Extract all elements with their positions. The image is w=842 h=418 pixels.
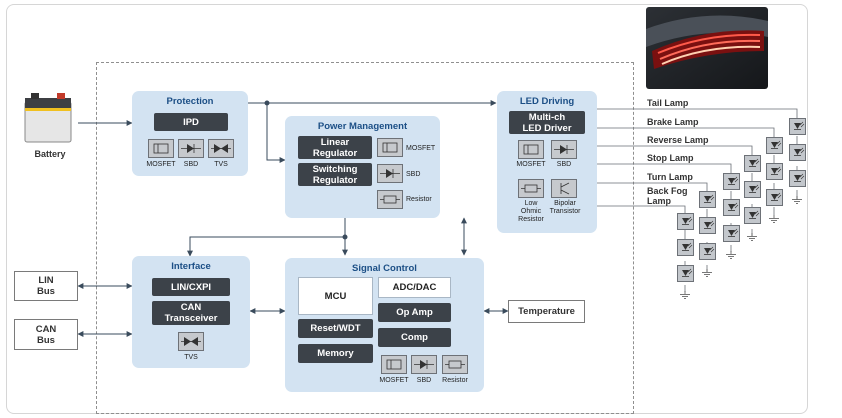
led-driving-title: LED Driving bbox=[519, 96, 575, 107]
lamp-label-tail: Tail Lamp bbox=[647, 98, 689, 108]
led-icon bbox=[744, 181, 761, 198]
tvs-icon bbox=[178, 332, 204, 351]
led-icon bbox=[723, 199, 740, 216]
interface-title: Interface bbox=[171, 261, 211, 272]
resistor-icon bbox=[442, 355, 468, 374]
mosfet-label: MOSFET bbox=[379, 377, 409, 384]
tvs-label: TVS bbox=[214, 161, 228, 168]
sbd-label: SBD bbox=[183, 161, 199, 168]
power-management-block: Power Management Linear Regulator Switch… bbox=[285, 116, 440, 218]
lin-cxpi-box: LIN/CXPI bbox=[152, 278, 230, 296]
switching-regulator-box: Switching Regulator bbox=[298, 163, 372, 186]
ground-icon bbox=[769, 215, 779, 223]
can-bus-box: CAN Bus bbox=[14, 319, 78, 350]
led-icon bbox=[766, 137, 783, 154]
lamp-label-stop: Stop Lamp bbox=[647, 153, 694, 163]
ipd-box: IPD bbox=[154, 113, 228, 131]
battery-icon bbox=[24, 93, 72, 143]
power-management-title: Power Management bbox=[317, 121, 408, 132]
led-icon bbox=[677, 239, 694, 256]
adc-dac-box: ADC/DAC bbox=[378, 277, 451, 298]
sbd-icon bbox=[377, 164, 403, 183]
led-icon bbox=[789, 118, 806, 135]
signal-control-block: Signal Control MCU ADC/DAC Reset/WDT Op … bbox=[285, 258, 484, 392]
mcu-box: MCU bbox=[298, 277, 373, 315]
protection-block: Protection IPD MOSFET SBD TVS bbox=[132, 91, 248, 176]
mosfet-label: MOSFET bbox=[406, 145, 436, 152]
led-icon bbox=[766, 163, 783, 180]
mosfet-icon bbox=[381, 355, 407, 374]
bipolar-transistor-icon bbox=[551, 179, 577, 198]
resistor-icon bbox=[518, 179, 544, 198]
linear-regulator-box: Linear Regulator bbox=[298, 136, 372, 159]
memory-box: Memory bbox=[298, 344, 373, 363]
resistor-label: Resistor bbox=[442, 377, 468, 384]
lamp-label-brake: Brake Lamp bbox=[647, 117, 699, 127]
mosfet-label: MOSFET bbox=[146, 161, 176, 168]
sbd-icon bbox=[411, 355, 437, 374]
lin-bus-box: LIN Bus bbox=[14, 271, 78, 301]
reset-wdt-box: Reset/WDT bbox=[298, 319, 373, 338]
ground-icon bbox=[726, 251, 736, 259]
ground-icon bbox=[747, 233, 757, 241]
led-icon bbox=[723, 173, 740, 190]
interface-block: Interface LIN/CXPI CAN Transceiver TVS bbox=[132, 256, 250, 368]
sbd-label: SBD bbox=[556, 161, 572, 168]
led-icon bbox=[766, 189, 783, 206]
led-icon bbox=[744, 207, 761, 224]
led-icon bbox=[699, 217, 716, 234]
resistor-label: Resistor bbox=[406, 196, 432, 203]
sbd-label: SBD bbox=[416, 377, 432, 384]
tvs-label: TVS bbox=[184, 354, 198, 361]
led-icon bbox=[789, 144, 806, 161]
low-ohmic-resistor-label: Low Ohmic Resistor bbox=[518, 200, 544, 223]
battery-label: Battery bbox=[34, 149, 66, 159]
sbd-label: SBD bbox=[406, 171, 421, 178]
mosfet-label: MOSFET bbox=[516, 161, 546, 168]
ground-icon bbox=[702, 269, 712, 277]
led-driver-box: Multi-ch LED Driver bbox=[509, 111, 585, 134]
sbd-icon bbox=[551, 140, 577, 159]
led-icon bbox=[789, 170, 806, 187]
protection-title: Protection bbox=[166, 96, 214, 107]
mosfet-icon bbox=[518, 140, 544, 159]
sbd-icon bbox=[178, 139, 204, 158]
resistor-icon bbox=[377, 190, 403, 209]
mosfet-icon bbox=[377, 138, 403, 157]
led-icon bbox=[677, 213, 694, 230]
ground-icon bbox=[792, 196, 802, 204]
lamp-label-turn: Turn Lamp bbox=[647, 172, 693, 182]
lamp-label-reverse: Reverse Lamp bbox=[647, 135, 709, 145]
led-icon bbox=[699, 191, 716, 208]
led-icon bbox=[723, 225, 740, 242]
ecu-boundary bbox=[96, 62, 634, 414]
led-icon bbox=[699, 243, 716, 260]
signal-control-title: Signal Control bbox=[352, 263, 417, 274]
can-transceiver-box: CAN Transceiver bbox=[152, 301, 230, 325]
led-icon bbox=[677, 265, 694, 282]
op-amp-box: Op Amp bbox=[378, 303, 451, 322]
led-driving-block: LED Driving Multi-ch LED Driver MOSFET S… bbox=[497, 91, 597, 233]
lamp-label-back-fog: Back Fog Lamp bbox=[647, 186, 688, 206]
tvs-icon bbox=[208, 139, 234, 158]
led-icon bbox=[744, 155, 761, 172]
temperature-box: Temperature bbox=[508, 300, 585, 323]
comp-box: Comp bbox=[378, 328, 451, 347]
mosfet-icon bbox=[148, 139, 174, 158]
ground-icon bbox=[680, 291, 690, 299]
car-taillight-photo bbox=[646, 7, 768, 89]
bipolar-transistor-label: Bipolar Transistor bbox=[549, 200, 581, 215]
